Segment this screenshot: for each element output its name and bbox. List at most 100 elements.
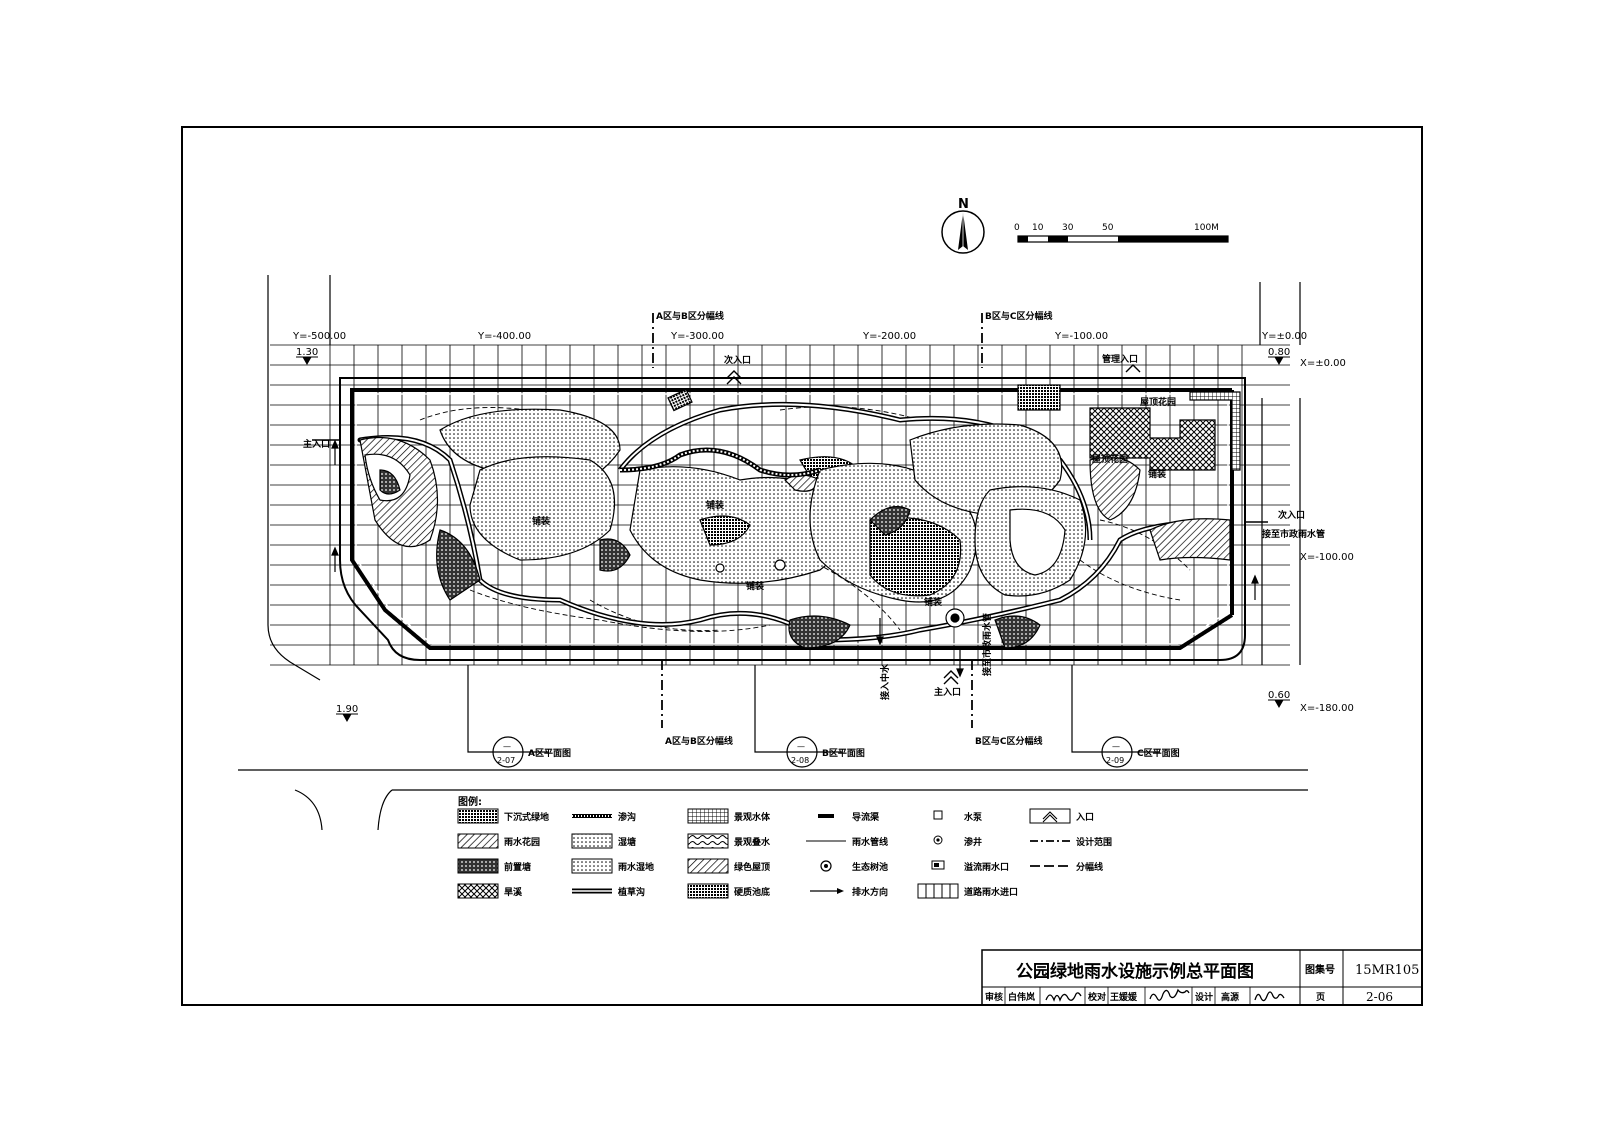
entrance-icon	[943, 670, 959, 679]
label-roof-garden-1: 屋顶花园	[1140, 396, 1176, 408]
legend-swatch	[457, 833, 499, 849]
legend-label: 渗井	[964, 836, 982, 848]
division-label-ab-top: A区与B区分幅线	[656, 310, 724, 322]
review-name: 白伟岚	[1008, 991, 1035, 1003]
legend-labels: 下沉式绿地渗沟景观水体导流渠水泵入口雨水花园湿塘景观叠水雨水管线渗井设计范围前置…	[504, 811, 1112, 898]
legend-label: 下沉式绿地	[504, 811, 549, 823]
north-label: N	[958, 197, 969, 212]
surrounding-roads	[238, 275, 1308, 831]
legend-label: 景观叠水	[734, 836, 771, 848]
sheet-border	[181, 126, 1423, 1006]
label-city-pipe-east: 接至市政雨水管	[1262, 528, 1325, 540]
legend-swatch	[810, 888, 844, 894]
design-label: 设计	[1195, 991, 1213, 1003]
index-a-sheet: 2-07	[497, 756, 515, 765]
legend-label: 生态树池	[852, 861, 888, 873]
signature-checker	[1149, 988, 1190, 1001]
label-secondary-entrance-east: 次入口	[1278, 509, 1305, 521]
legend-swatch	[687, 858, 729, 874]
atlas-number: 15MR105	[1355, 963, 1419, 978]
label-paving-4: 铺装	[924, 596, 943, 608]
legend-label: 硬质池底	[734, 886, 770, 898]
park-features	[357, 384, 1241, 649]
index-markers	[467, 665, 1160, 768]
scale-tick-10: 10	[1032, 223, 1044, 233]
label-paving-5: 铺装	[1148, 468, 1167, 480]
legend-label: 景观水体	[734, 811, 771, 823]
legend-label: 绿色屋顶	[734, 861, 770, 873]
signature-reviewer	[1045, 992, 1082, 1002]
legend-swatch	[1029, 808, 1071, 824]
label-paving-1: 铺装	[532, 515, 551, 527]
design-name: 高源	[1221, 991, 1239, 1003]
division-lines	[652, 313, 983, 728]
legend-label: 植草沟	[617, 886, 645, 898]
label-tap-water: 接入中水	[879, 663, 891, 700]
legend-label: 渗沟	[618, 811, 636, 823]
division-label-bc-top: B区与C区分幅线	[985, 310, 1052, 322]
atlas-label: 图集号	[1305, 963, 1335, 976]
division-label-bc-bottom: B区与C区分幅线	[975, 735, 1042, 747]
division-label-ab-bottom: A区与B区分幅线	[665, 735, 733, 747]
label-main-entrance-west: 主入口	[303, 438, 330, 450]
legend-swatch	[457, 808, 499, 824]
legend-label: 雨水管线	[852, 836, 888, 848]
entrance-icon	[726, 370, 742, 379]
index-b-label: B区平面图	[822, 748, 865, 759]
label-paving-3: 铺装	[746, 580, 765, 592]
elevation-sw: 1.90	[336, 704, 358, 715]
legend-label: 分幅线	[1076, 861, 1103, 873]
elevation-ne: 0.80	[1268, 347, 1290, 358]
legend-label: 溢流雨水口	[964, 861, 1009, 873]
legend-label: 雨水花园	[504, 836, 540, 848]
legend-swatch	[820, 860, 832, 872]
scale-tick-0: 0	[1014, 223, 1020, 233]
north-arrow-icon	[941, 210, 985, 254]
drawing-title: 公园绿地雨水设施示例总平面图	[1016, 961, 1254, 982]
legend-swatch	[687, 883, 729, 899]
legend-swatch	[687, 833, 729, 849]
legend-swatch	[687, 808, 729, 824]
legend-swatch	[571, 858, 613, 874]
label-main-entrance-south: 主入口	[934, 686, 961, 698]
coord-y-400: Y=-400.00	[477, 331, 531, 342]
index-a-label: A区平面图	[528, 748, 571, 759]
page-label: 页	[1316, 992, 1325, 1003]
elevation-marks: 1.30 0.80 1.90 0.60	[296, 347, 1290, 723]
scale-tick-100: 100M	[1194, 223, 1219, 233]
legend-title: 图例:	[458, 795, 482, 808]
check-name: 王媛媛	[1110, 991, 1138, 1003]
elevation-nw: 1.30	[296, 347, 318, 358]
coord-x-100: X=-100.00	[1300, 552, 1354, 563]
legend-label: 排水方向	[852, 886, 888, 898]
legend-swatch	[931, 860, 945, 870]
legend-label: 道路雨水进口	[964, 886, 1018, 898]
legend-swatches	[457, 808, 1071, 899]
legend-label: 旱溪	[504, 886, 523, 898]
label-roof-garden-2: 屋顶花园	[1092, 453, 1128, 465]
index-a-symbol: —	[503, 742, 511, 751]
entrance-icon	[1125, 364, 1141, 373]
drainage-arrows	[331, 439, 1259, 678]
coord-x-180: X=-180.00	[1300, 703, 1354, 714]
coordinate-labels: Y=-500.00 Y=-400.00 Y=-300.00 Y=-200.00 …	[292, 331, 1354, 714]
elevation-se: 0.60	[1268, 690, 1290, 701]
legend-swatch	[571, 833, 613, 849]
coord-y-500: Y=-500.00	[292, 331, 346, 342]
legend-swatch	[933, 810, 943, 820]
scale-bar: 0 10 30 50 100M	[1014, 223, 1229, 243]
coord-y-200: Y=-200.00	[862, 331, 916, 342]
label-city-pipe-south: 接至市政雨水管	[981, 613, 993, 676]
legend: 图例: 下沉式绿地渗沟景观水体导流渠水泵入口雨水花园湿塘景观叠水雨水管线渗井设计…	[457, 795, 1112, 899]
title-block	[981, 949, 1423, 1006]
legend-label: 设计范围	[1076, 836, 1112, 848]
scale-tick-30: 30	[1062, 223, 1074, 233]
legend-label: 湿塘	[618, 836, 636, 848]
check-label: 校对	[1088, 991, 1106, 1003]
scale-tick-50: 50	[1102, 223, 1114, 233]
index-c-symbol: —	[1112, 742, 1120, 751]
legend-label: 导流渠	[852, 811, 880, 823]
index-c-sheet: 2-09	[1106, 756, 1124, 765]
index-c-label: C区平面图	[1137, 748, 1180, 759]
